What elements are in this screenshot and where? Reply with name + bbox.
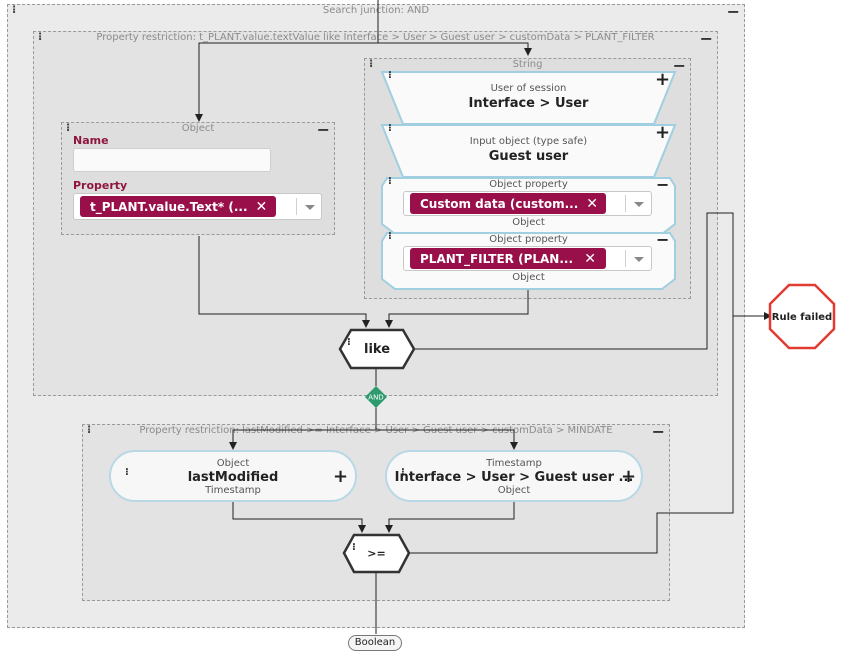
object-property-2-select[interactable] bbox=[403, 246, 652, 271]
property-chip[interactable]: t_PLANT.value.Text* (... ✕ bbox=[80, 196, 276, 217]
property-restriction-2-title: Property restriction: lastModified >= In… bbox=[139, 425, 613, 436]
collapse-object-block-button[interactable]: − bbox=[316, 120, 330, 139]
property-label: Property bbox=[73, 179, 128, 192]
last-modified-sub: Timestamp bbox=[205, 485, 261, 496]
timestamp-node[interactable]: ⁝ Timestamp Interface > User > Guest use… bbox=[385, 450, 643, 502]
object-block-title: Object bbox=[181, 123, 215, 134]
chevron-down-icon[interactable] bbox=[305, 205, 315, 210]
rule-failed-label: Rule failed bbox=[772, 312, 832, 323]
last-modified-value: lastModified bbox=[187, 470, 279, 485]
collapse-property-restriction-2-button[interactable]: − bbox=[651, 422, 665, 441]
add-icon[interactable]: + bbox=[333, 466, 349, 487]
result-type-badge: Boolean bbox=[348, 635, 402, 651]
chevron-down-icon[interactable] bbox=[634, 257, 644, 262]
property-restriction-1-title: Property restriction: t_PLANT.value.text… bbox=[96, 32, 655, 43]
timestamp-value: Interface > User > Guest user ... bbox=[394, 470, 634, 485]
collapse-property-restriction-1-button[interactable]: − bbox=[699, 29, 713, 48]
object-property-1-select[interactable] bbox=[403, 191, 652, 216]
drag-handle-icon[interactable]: ⁝ bbox=[401, 467, 405, 478]
last-modified-node[interactable]: ⁝ Object lastModified Timestamp + bbox=[109, 450, 357, 502]
drag-handle-icon[interactable]: ⁝ bbox=[125, 467, 129, 478]
name-input[interactable] bbox=[73, 148, 271, 172]
remove-chip-icon[interactable]: ✕ bbox=[255, 198, 268, 215]
drag-handle-icon[interactable]: ⁝ bbox=[38, 30, 43, 43]
drag-handle-icon[interactable]: ⁝ bbox=[12, 3, 17, 16]
collapse-search-junction-button[interactable]: − bbox=[726, 2, 740, 21]
chevron-down-icon[interactable] bbox=[634, 202, 644, 207]
property-chip-label: t_PLANT.value.Text* (... bbox=[90, 199, 248, 214]
drag-handle-icon[interactable]: ⁝ bbox=[66, 121, 71, 134]
last-modified-caption: Object bbox=[216, 458, 250, 469]
rule-failed-node[interactable] bbox=[768, 283, 836, 350]
drag-handle-icon[interactable]: ⁝ bbox=[87, 423, 92, 436]
search-junction-title: Search junction: AND bbox=[322, 5, 430, 16]
name-label: Name bbox=[73, 134, 109, 147]
string-block-title: String bbox=[512, 59, 543, 70]
timestamp-sub: Object bbox=[497, 485, 531, 496]
collapse-string-block-button[interactable]: − bbox=[672, 56, 686, 75]
timestamp-caption: Timestamp bbox=[486, 458, 542, 469]
add-icon[interactable]: + bbox=[621, 466, 637, 487]
